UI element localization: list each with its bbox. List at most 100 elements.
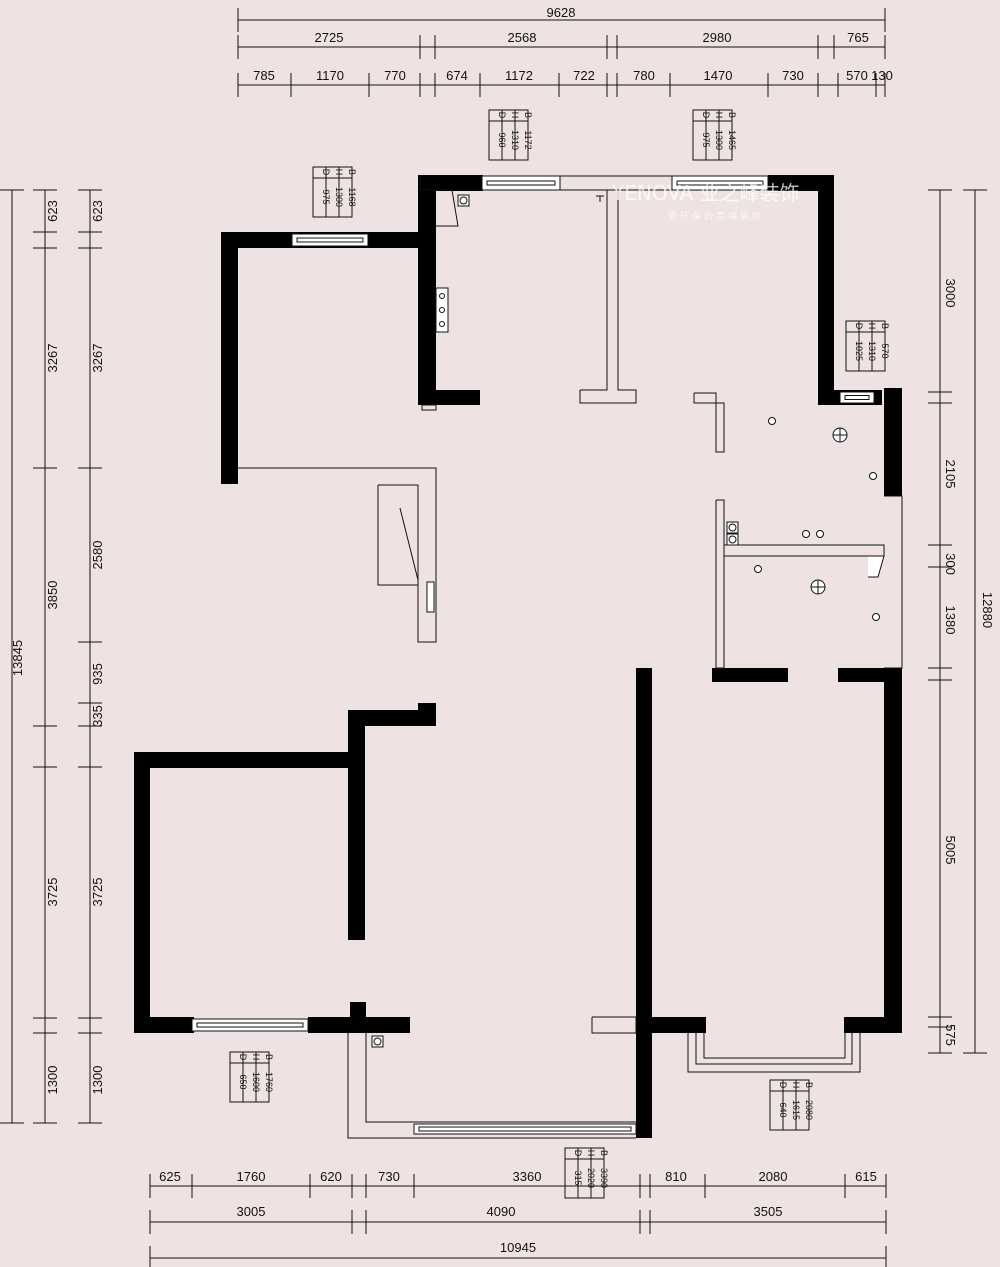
wt4-b: 1760 (264, 1072, 274, 1092)
wall-segment (436, 390, 480, 405)
wt4-key-h: H (251, 1054, 261, 1061)
dim-right-5: 575 (943, 1024, 958, 1046)
dim-bottom-r2-7: 615 (855, 1169, 877, 1184)
wt0-key-h: H (510, 112, 520, 119)
pipe-icon (802, 530, 810, 538)
wt6-h: 1615 (791, 1100, 801, 1120)
dim-top-r2-9: 570 (846, 68, 868, 83)
gas-valve-icon (439, 293, 445, 299)
wall-segment (884, 668, 902, 1033)
wt1-d: 975 (701, 132, 711, 147)
window-table-1: D H B 975 1300 1465 (692, 109, 737, 161)
window-frame (413, 1123, 637, 1135)
wt5-b: 3390 (599, 1168, 609, 1188)
partition-line (377, 484, 419, 586)
wt2-d: 975 (321, 189, 331, 204)
wt3-key-b: B (880, 323, 890, 329)
partition-line (715, 499, 725, 669)
dim-bottom-r2-5: 810 (665, 1169, 687, 1184)
wt0-h: 1310 (510, 130, 520, 150)
partition-line (347, 1033, 636, 1139)
wall-segment (884, 388, 902, 496)
wall-segment (134, 752, 364, 768)
dim-top-r2-7: 1470 (704, 68, 733, 83)
wt5-key-d: D (573, 1150, 583, 1157)
dim-left-inner-0: 623 (90, 200, 105, 222)
dim-top-total: 9628 (547, 5, 576, 20)
wt4-key-b: B (264, 1054, 274, 1060)
dim-top-r2-5: 722 (573, 68, 595, 83)
wall-segment (418, 175, 483, 191)
wall-segment (348, 710, 365, 940)
vent-fan-icon (728, 523, 737, 532)
wt6-b: 2080 (804, 1100, 814, 1120)
wt6-key-b: B (804, 1082, 814, 1088)
dim-left-inner-3: 935 (90, 663, 105, 685)
window-frame (291, 233, 369, 247)
dim-left-outer-2: 3850 (45, 581, 60, 610)
wt3-h: 1310 (867, 341, 877, 361)
wall-segment (768, 175, 834, 191)
wt1-key-h: H (714, 112, 724, 119)
dim-top-r2-6: 780 (633, 68, 655, 83)
wall-segment (134, 1017, 194, 1033)
wt6-d: 640 (778, 1102, 788, 1117)
dim-left-inner-2: 2580 (90, 541, 105, 570)
window-table-4: D H B 650 1600 1760 (229, 1051, 274, 1103)
wt2-b: 1168 (347, 187, 357, 206)
dim-top-r1-3: 765 (847, 30, 869, 45)
vent-icon (726, 533, 739, 546)
window-pane (844, 395, 870, 400)
dim-bottom-r2-3: 730 (378, 1169, 400, 1184)
vent-fan-icon (373, 1037, 382, 1046)
dimension-lines (0, 8, 987, 1267)
partition-line (421, 404, 437, 411)
wt2-h: 1300 (334, 187, 344, 207)
dim-left-outer-3: 3725 (45, 878, 60, 907)
wall-segment (818, 175, 834, 405)
window-table-5: D H B 315 2020 3390 (564, 1147, 609, 1199)
wt4-d: 650 (238, 1074, 248, 1089)
walls (134, 175, 902, 1138)
wall-segment (350, 1002, 366, 1032)
window-pane (676, 180, 764, 186)
wall-segment (134, 752, 150, 1032)
dim-bottom-r2-0: 625 (159, 1169, 181, 1184)
partition-line (399, 507, 419, 581)
partition-line (715, 402, 725, 453)
window-table-6: D H B 640 1615 2080 (769, 1079, 814, 1131)
dim-left-outer-4: 1300 (45, 1066, 60, 1095)
partition-line (591, 1016, 637, 1034)
dim-top-r1-0: 2725 (315, 30, 344, 45)
gas-valve-icon (439, 321, 445, 327)
window-pane (418, 1126, 632, 1132)
partition-line (724, 544, 885, 557)
dim-left-inner-4: 335 (90, 705, 105, 727)
wall-segment (418, 175, 436, 405)
wall-segment (418, 703, 436, 726)
dim-top-r2-1: 1170 (316, 68, 344, 83)
partitions (237, 175, 903, 1139)
dim-top-r2-2: 770 (384, 68, 406, 83)
dim-left-outer-0: 623 (45, 200, 60, 222)
cabinet-icon (426, 581, 435, 613)
dim-top-r1-1: 2568 (508, 30, 537, 45)
dim-bottom-r1-0: 3005 (237, 1204, 266, 1219)
wt2-key-d: D (321, 169, 331, 176)
dim-bottom-r2-1: 1760 (237, 1169, 266, 1184)
fixtures (371, 194, 885, 1048)
wt0-d: 960 (497, 132, 507, 147)
window-frame (559, 175, 673, 191)
window-frame (481, 175, 561, 191)
wt3-b: 570 (880, 343, 890, 358)
wall-segment (650, 1017, 706, 1033)
window-frame (191, 1018, 309, 1032)
corner-duct-icon (868, 555, 885, 578)
dim-right-1: 2105 (943, 460, 958, 489)
window-pane (486, 180, 556, 186)
partition-line (884, 495, 903, 669)
partition-line (419, 175, 436, 191)
partition-line (703, 1033, 846, 1059)
wall-segment (636, 1018, 652, 1138)
